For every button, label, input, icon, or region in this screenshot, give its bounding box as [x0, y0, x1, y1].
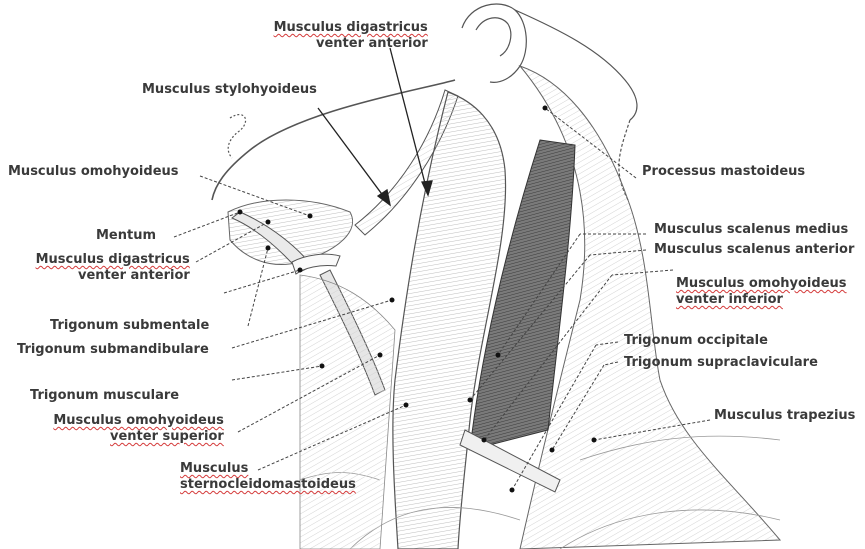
label-digastricus-anterior-left: Musculus digastricus venter anterior — [34, 252, 190, 284]
label-digastricus-anterior-top: Musculus digastricus venter anterior — [272, 20, 428, 52]
label-trigonum-submentale: Trigonum submentale — [50, 318, 209, 334]
label-scalenus-anterior: Musculus scalenus anterior — [654, 242, 854, 258]
label-omohyoideus-inferior: Musculus omohyoideus venter inferior — [676, 276, 847, 308]
label-omohyoideus-superior: Musculus omohyoideus venter superior — [46, 413, 224, 445]
label-trigonum-submandibulare: Trigonum submandibulare — [17, 342, 209, 358]
label-scalenus-medius: Musculus scalenus medius — [654, 222, 848, 238]
label-mentum: Mentum — [96, 228, 156, 244]
anterior-neck — [300, 275, 395, 549]
label-trapezius: Musculus trapezius — [714, 408, 855, 424]
label-processus-mastoideus: Processus mastoideus — [642, 164, 805, 180]
label-stylohyoideus: Musculus stylohyoideus — [142, 82, 317, 98]
label-omohyoideus: Musculus omohyoideus — [8, 164, 179, 180]
label-trigonum-musculare: Trigonum musculare — [30, 388, 179, 404]
sternocleidomastoid — [393, 92, 506, 549]
label-trigonum-supraclaviculare: Trigonum supraclaviculare — [624, 355, 818, 371]
label-sternocleidomastoideus: Musculus sternocleidomastoideus — [180, 461, 356, 493]
label-trigonum-occipitale: Trigonum occipitale — [624, 333, 768, 349]
